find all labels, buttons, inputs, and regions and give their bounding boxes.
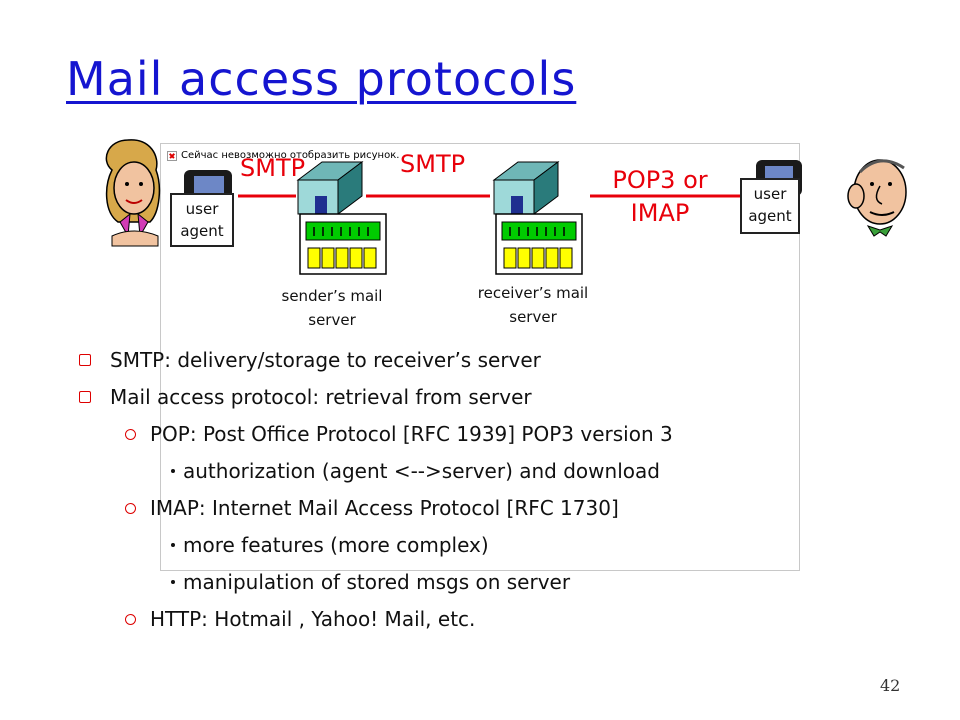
- bullet-item: authorization (agent <-->server) and dow…: [77, 453, 673, 490]
- user-agent-right-line1: user: [753, 185, 787, 203]
- mail-server-icon-receiver: [492, 161, 583, 275]
- bullet-item: SMTP: delivery/storage to receiver’s ser…: [77, 342, 673, 379]
- bullet-m-icon: [125, 614, 136, 625]
- protocol-label-smtp-1: SMTP: [240, 154, 306, 182]
- bullet-r-icon: [79, 354, 91, 366]
- broken-image-text: Сейчас невозможно отобразить рисунок.: [181, 150, 400, 161]
- bullet-text: manipulation of stored msgs on server: [183, 570, 571, 594]
- sender-server-caption-line1: sender’s mail: [281, 287, 383, 305]
- woman-person-icon: [105, 139, 161, 247]
- broken-image-icon: [167, 150, 177, 161]
- slide-title: Mail access protocols: [66, 52, 577, 106]
- receiver-server-caption-line2: server: [509, 308, 557, 326]
- bullet-item: IMAP: Internet Mail Access Protocol [RFC…: [77, 490, 673, 527]
- protocol-label-line1: POP3 or: [612, 166, 708, 194]
- bullet-dot-icon: [171, 580, 175, 584]
- bullet-m-icon: [125, 503, 136, 514]
- bullet-text: SMTP: delivery/storage to receiver’s ser…: [110, 348, 541, 372]
- user-agent-right: user agent: [740, 178, 800, 234]
- bullet-item: HTTP: Hotmail , Yahoo! Mail, etc.: [77, 601, 673, 638]
- bullet-list: SMTP: delivery/storage to receiver’s ser…: [77, 342, 673, 638]
- bullet-dot-icon: [171, 543, 175, 547]
- bullet-text: Mail access protocol: retrieval from ser…: [110, 385, 532, 409]
- bullet-item: POP: Post Office Protocol [RFC 1939] POP…: [77, 416, 673, 453]
- protocol-label-line2: IMAP: [630, 199, 690, 227]
- page-number: 42: [880, 676, 901, 695]
- protocol-label-pop3-imap: POP3 or IMAP: [594, 164, 726, 230]
- bullet-item: more features (more complex): [77, 527, 673, 564]
- user-agent-left: user agent: [170, 193, 234, 247]
- user-agent-left-line1: user: [185, 200, 219, 218]
- protocol-label-smtp-2: SMTP: [400, 150, 466, 178]
- receiver-server-caption: receiver’s mail server: [458, 281, 608, 329]
- bullet-m-icon: [125, 429, 136, 440]
- user-agent-left-line2: agent: [180, 222, 224, 240]
- broken-image-notice: Сейчас невозможно отобразить рисунок.: [167, 150, 399, 161]
- bullet-text: more features (more complex): [183, 533, 489, 557]
- bullet-text: authorization (agent <-->server) and dow…: [183, 459, 660, 483]
- mail-server-icon-sender: [296, 161, 387, 275]
- sender-server-caption: sender’s mail server: [262, 284, 402, 332]
- bullet-text: HTTP: Hotmail , Yahoo! Mail, etc.: [150, 607, 476, 631]
- receiver-server-caption-line1: receiver’s mail: [477, 284, 589, 302]
- bullet-text: POP: Post Office Protocol [RFC 1939] POP…: [150, 422, 673, 446]
- bullet-text: IMAP: Internet Mail Access Protocol [RFC…: [150, 496, 619, 520]
- figure-frame: [160, 143, 800, 571]
- sender-server-caption-line2: server: [308, 311, 356, 329]
- user-agent-right-line2: agent: [748, 207, 792, 225]
- bullet-dot-icon: [171, 469, 175, 473]
- bullet-r-icon: [79, 391, 91, 403]
- bullet-item: manipulation of stored msgs on server: [77, 564, 673, 601]
- bullet-item: Mail access protocol: retrieval from ser…: [77, 379, 673, 416]
- man-person-icon: [847, 159, 907, 237]
